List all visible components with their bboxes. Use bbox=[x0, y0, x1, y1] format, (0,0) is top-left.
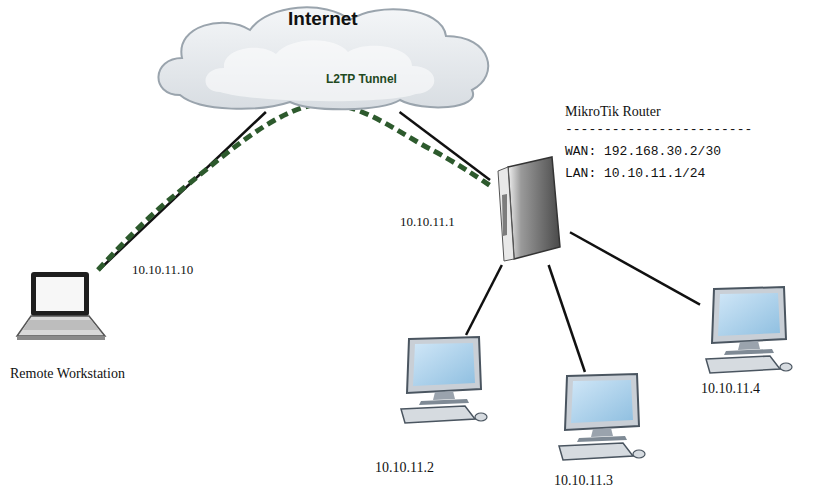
laptop-icon bbox=[15, 270, 107, 342]
router-icon bbox=[490, 155, 570, 265]
device-label: Internet bbox=[288, 8, 358, 31]
pc-icon bbox=[553, 372, 648, 464]
device-node: 10.10.11.2 bbox=[375, 335, 500, 485]
device-detail: ------------------------ bbox=[565, 122, 752, 138]
device-node: Remote Workstation bbox=[10, 270, 180, 392]
ip-label: 10.10.11.10 bbox=[132, 262, 193, 278]
ip-label: 10.10.11.1 bbox=[400, 214, 455, 230]
device-detail: WAN: 192.168.30.2/30 bbox=[565, 144, 721, 160]
device-node: Internet bbox=[150, 0, 500, 112]
network-link bbox=[570, 232, 700, 304]
network-link bbox=[400, 112, 490, 180]
device-node: 10.10.11.3 bbox=[548, 372, 673, 492]
device-detail: LAN: 10.10.11.1/24 bbox=[565, 166, 705, 182]
device-label: Remote Workstation bbox=[10, 366, 125, 383]
device-label: MikroTik Router bbox=[565, 104, 661, 121]
device-label: 10.10.11.3 bbox=[554, 473, 613, 490]
tunnel-label: L2TP Tunnel bbox=[326, 72, 397, 86]
device-node: MikroTik Router------------------------ W… bbox=[490, 100, 790, 268]
pc-icon bbox=[395, 335, 490, 427]
network-link bbox=[466, 265, 502, 335]
device-node: 10.10.11.4 bbox=[695, 285, 820, 403]
vpn-tunnel bbox=[98, 104, 490, 270]
network-link bbox=[549, 265, 585, 372]
device-label: 10.10.11.4 bbox=[701, 381, 760, 398]
device-label: 10.10.11.2 bbox=[375, 460, 434, 477]
pc-icon bbox=[700, 285, 795, 377]
